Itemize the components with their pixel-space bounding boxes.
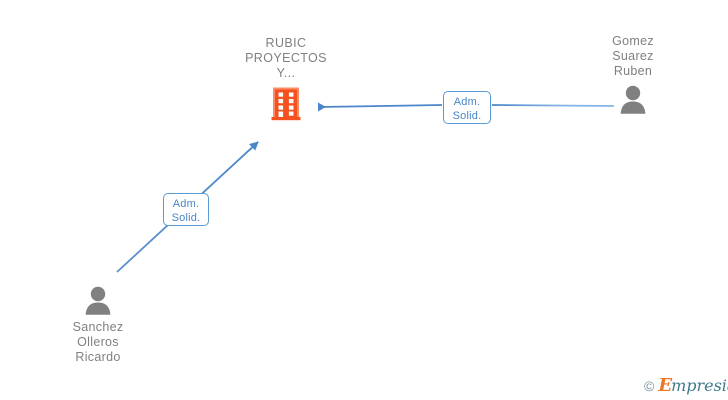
brand-name: mpresia [671, 376, 728, 395]
edge-label-adm-solid-sanchez[interactable]: Adm. Solid. [163, 193, 209, 226]
person-name: Sanchez Olleros Ricardo [72, 320, 124, 364]
company-node[interactable]: RUBIC PROYECTOS Y... [206, 36, 366, 121]
person-icon [82, 286, 114, 315]
person-node-gomez-suarez-ruben[interactable]: Gomez Suarez Ruben [573, 34, 693, 114]
copyright-icon: © [644, 378, 655, 394]
person-node-sanchez-olleros-ricardo[interactable]: Sanchez Olleros Ricardo [38, 286, 158, 365]
building-icon [271, 86, 301, 121]
company-title: RUBIC PROYECTOS Y... [245, 36, 327, 80]
person-icon [617, 85, 649, 114]
person-name: Gomez Suarez Ruben [612, 34, 654, 78]
edge-label-adm-solid-gomez[interactable]: Adm. Solid. [443, 91, 491, 124]
brand-initial: E [658, 375, 673, 396]
empresia-watermark: © E mpresia [644, 375, 728, 396]
